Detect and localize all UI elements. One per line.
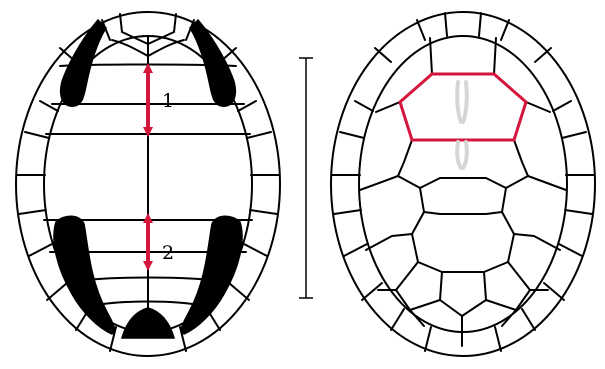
- gap-label-2: 2: [162, 242, 174, 264]
- ventral-view: 1 2: [16, 12, 280, 356]
- scale-bar: [299, 58, 313, 298]
- gap-label-1: 1: [162, 90, 174, 112]
- dorsal-shell-outline: [331, 12, 595, 356]
- dorsal-view: [331, 12, 595, 356]
